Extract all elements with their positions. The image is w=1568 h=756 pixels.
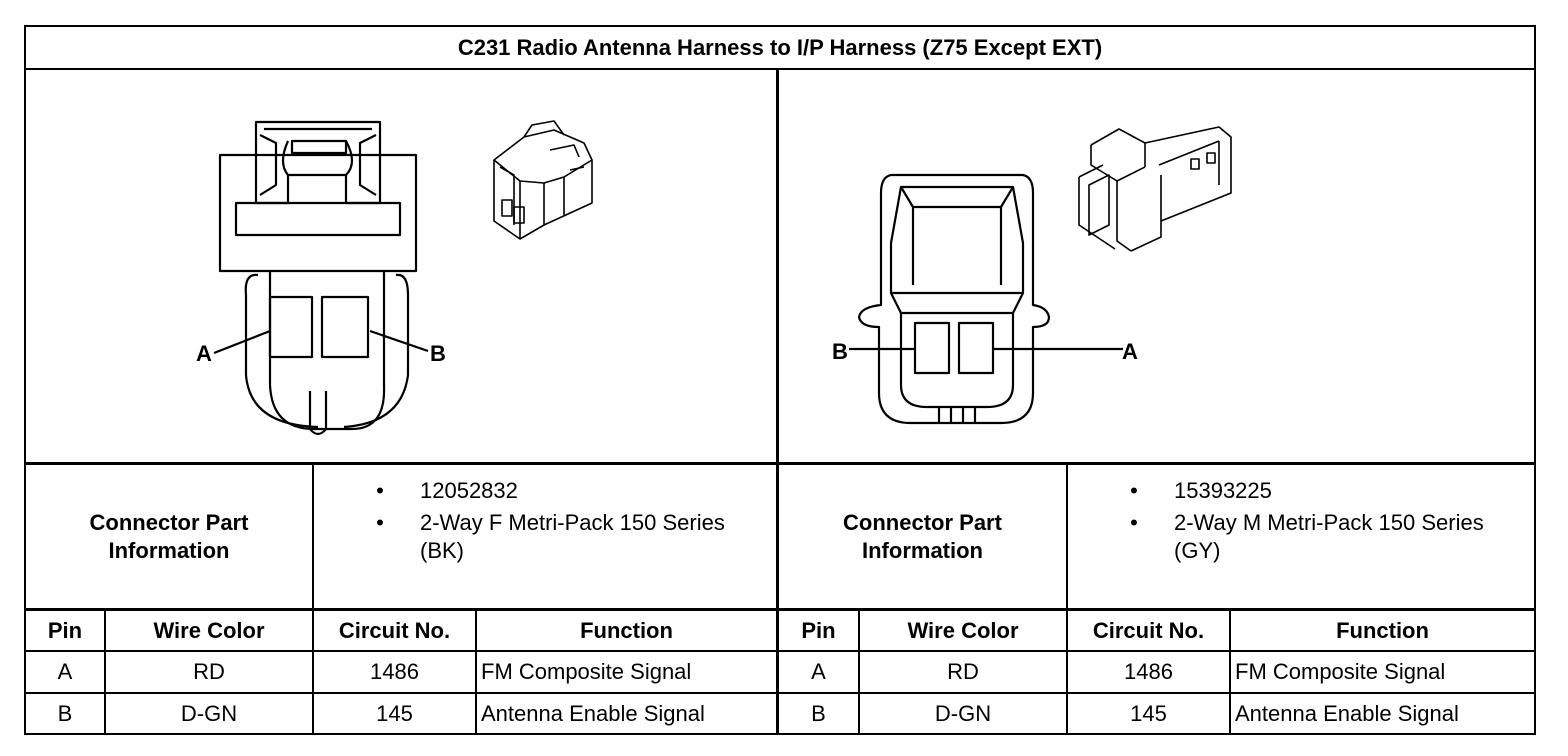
right-connector-face-drawing (849, 126, 1232, 425)
left-info-label-line2: Information (108, 537, 230, 563)
left-key-post (308, 391, 328, 436)
left-mating-face (268, 271, 386, 431)
info-divider (24, 608, 1536, 611)
right-part-number: 15393225 (1174, 478, 1272, 503)
right-row-a-function: FM Composite Signal (1235, 659, 1446, 684)
right-outer-shroud (857, 173, 1051, 425)
bullet-icon: • (376, 510, 384, 535)
right-row-b-circuit: 145 (1130, 700, 1167, 726)
left-row-a-pin: A (57, 659, 73, 684)
row-divider (24, 692, 1536, 694)
left-pin-label-b: B (430, 341, 446, 366)
left-info-label-line1: Connector Part (89, 509, 249, 535)
outer-border-left (24, 25, 26, 735)
left-header-pin: Pin (47, 617, 83, 643)
right-header-wire-color: Wire Color (907, 617, 1019, 643)
outer-border-top (24, 25, 1536, 27)
left-header-function: Function (580, 617, 673, 643)
right-row-a-wire-color: RD (947, 659, 979, 684)
right-header-circuit: Circuit No. (1092, 617, 1205, 643)
outer-border-right (1534, 25, 1536, 735)
left-part-number-item: • 12052832 (370, 477, 770, 505)
right-part-number-item: • 15393225 (1124, 477, 1529, 505)
bullet-icon: • (1130, 478, 1138, 503)
bullet-icon: • (376, 478, 384, 503)
right-col-pin-divider (858, 609, 860, 735)
right-pin-label-a: A (1122, 339, 1138, 364)
right-pin-label-b: B (832, 339, 848, 364)
right-cavity-a (957, 321, 995, 375)
right-row-a-pin: A (811, 659, 826, 684)
left-connector-face-drawing (213, 120, 593, 436)
right-row-b-wire-color: D-GN (934, 700, 992, 726)
center-divider (776, 69, 779, 735)
right-info-label-line1: Connector Part (843, 509, 1002, 535)
connector-end-view-sheet: C231 Radio Antenna Harness to I/P Harnes… (24, 25, 1536, 735)
left-row-b-wire-color: D-GN (180, 700, 238, 726)
left-row-b-function: Antenna Enable Signal (481, 700, 705, 726)
left-upper-housing (218, 153, 418, 273)
left-row-b-circuit: 145 (376, 700, 413, 726)
right-part-description-item: • 2-Way M Metri-Pack 150 Series (GY) (1124, 509, 1529, 565)
right-lower-face (899, 313, 1015, 409)
bullet-icon: • (1130, 510, 1138, 535)
left-col-function-divider (475, 609, 477, 735)
header-divider (24, 650, 1536, 652)
left-latch-bar (234, 201, 402, 237)
left-iso-view (493, 120, 593, 240)
right-info-label-line2: Information (862, 537, 983, 563)
left-part-number: 12052832 (420, 478, 518, 503)
right-row-b-pin: B (811, 700, 826, 726)
left-connector-info-label: Connector Part Information (26, 465, 312, 608)
diagram-title: C231 Radio Antenna Harness to I/P Harnes… (457, 34, 1103, 60)
left-row-a-wire-color: RD (193, 659, 225, 684)
left-cavity-b (320, 295, 370, 359)
left-row-a-circuit: 1486 (370, 659, 419, 684)
right-cavity-b (913, 321, 951, 375)
right-row-b-function: Antenna Enable Signal (1235, 700, 1459, 726)
left-col-pin-divider (104, 609, 106, 735)
left-row-b-pin: B (57, 700, 73, 726)
left-part-info-list: • 12052832 • 2-Way F Metri-Pack 150 Series… (370, 477, 770, 565)
left-part-description: 2-Way F Metri-Pack 150 Series (BK) (420, 510, 725, 563)
left-header-circuit: Circuit No. (338, 617, 451, 643)
right-info-divider (1066, 463, 1068, 735)
outer-border-bottom (24, 733, 1536, 735)
right-part-description: 2-Way M Metri-Pack 150 Series (GY) (1174, 510, 1484, 563)
right-part-info-list: • 15393225 • 2-Way M Metri-Pack 150 Series… (1124, 477, 1529, 565)
right-iso-view (1078, 126, 1232, 252)
left-pin-label-a: A (196, 341, 212, 366)
left-header-wire-color: Wire Color (153, 617, 265, 643)
right-header-function: Function (1336, 617, 1429, 643)
left-row-a-function: FM Composite Signal (481, 659, 692, 684)
left-lock-frame (254, 120, 382, 205)
left-cavity-a (268, 295, 314, 359)
right-col-function-divider (1229, 609, 1231, 735)
title-divider (24, 68, 1536, 70)
left-part-description-item: • 2-Way F Metri-Pack 150 Series (BK) (370, 509, 770, 565)
right-header-pin: Pin (801, 617, 836, 643)
left-info-divider (312, 463, 314, 735)
right-row-a-circuit: 1486 (1124, 659, 1173, 684)
right-connector-info-label: Connector Part Information (779, 465, 1066, 608)
drawing-divider (24, 462, 1536, 465)
